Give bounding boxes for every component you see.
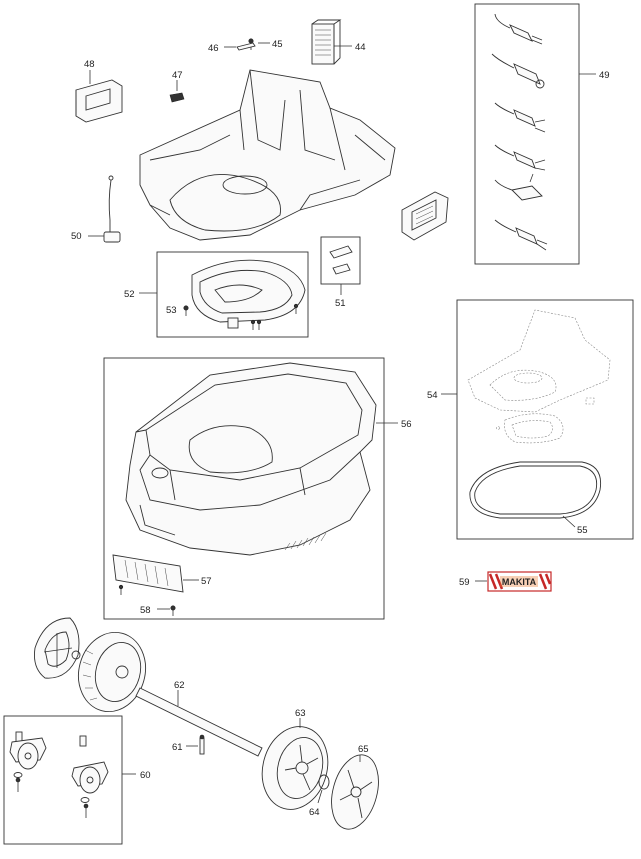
- label-58: 58: [140, 605, 151, 616]
- logo-text: MAKITA: [502, 577, 537, 587]
- label-54: 54: [427, 390, 438, 401]
- part-63-wheel: [261, 718, 329, 810]
- part-64-ring: [317, 774, 330, 804]
- label-50: 50: [71, 231, 82, 242]
- label-55: 55: [577, 525, 588, 536]
- part-57-grille: [112, 554, 199, 595]
- part-61-pin: [186, 734, 205, 755]
- box-51: [320, 236, 361, 285]
- box-54: [456, 299, 634, 540]
- label-52: 52: [124, 289, 135, 300]
- label-61: 61: [172, 742, 183, 753]
- label-46: 46: [208, 43, 219, 54]
- label-59: 59: [459, 577, 470, 588]
- label-65: 65: [358, 744, 369, 755]
- box-56: [103, 357, 385, 620]
- part-62-axle: [135, 687, 263, 757]
- label-62: 62: [174, 680, 185, 691]
- part-60-casters: [9, 731, 136, 818]
- part-65-hubcap: [331, 754, 379, 830]
- label-47: 47: [172, 70, 183, 81]
- box-49: [474, 3, 580, 265]
- wheel-hub-cover-left: [34, 617, 81, 679]
- box-52: [156, 251, 309, 338]
- part-54-assembly: [467, 309, 611, 444]
- label-49: 49: [599, 70, 610, 81]
- label-56: 56: [401, 419, 412, 430]
- part-49-cords: [491, 13, 548, 251]
- part-53-screw: [183, 303, 299, 330]
- wheel-left: [78, 631, 146, 713]
- label-53: 53: [166, 305, 177, 316]
- part-58-screw: [157, 605, 176, 616]
- label-57: 57: [201, 576, 212, 587]
- label-60: 60: [140, 770, 151, 781]
- label-64: 64: [309, 807, 320, 818]
- part-56-tank: [125, 362, 377, 556]
- part-48-bracket: [75, 70, 123, 123]
- label-51: 51: [335, 298, 346, 309]
- part-47-latch: [169, 80, 185, 103]
- box-60: [3, 715, 123, 845]
- base-housing: [139, 69, 396, 241]
- part-51-switch: [329, 245, 353, 295]
- label-63: 63: [295, 708, 306, 719]
- label-48: 48: [84, 59, 95, 70]
- part-59-logo-label: MAKITA: [475, 571, 552, 592]
- side-handle: [401, 191, 449, 241]
- part-55-gasket: [469, 461, 602, 528]
- part-46-clip: [224, 42, 256, 51]
- part-44-filter: [311, 19, 352, 65]
- label-44: 44: [355, 42, 366, 53]
- label-45: 45: [272, 39, 283, 50]
- part-52-tray: [191, 259, 306, 329]
- part-50-sensor: [88, 175, 121, 243]
